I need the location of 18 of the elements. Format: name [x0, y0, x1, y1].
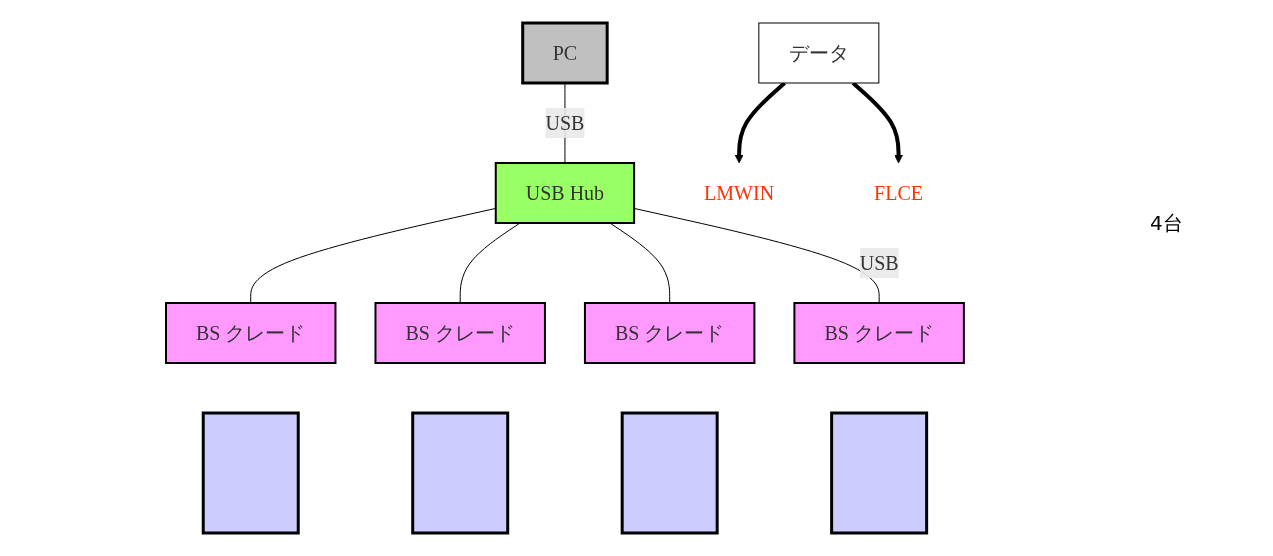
connector: [459, 222, 521, 304]
node-box: データ: [758, 22, 880, 84]
node-box: BS クレード: [374, 302, 546, 364]
node-box: [830, 411, 929, 535]
node-box: [201, 411, 300, 535]
edge-label: USB: [545, 112, 585, 134]
node-text: LMWIN: [704, 182, 775, 204]
node-box: PC: [521, 21, 609, 85]
node-box: [411, 411, 510, 535]
node-box: [620, 411, 719, 535]
node-text: FLCE: [874, 182, 924, 204]
node-box: USB Hub: [494, 162, 636, 224]
node-box: BS クレード: [793, 302, 965, 364]
connector: [609, 222, 671, 304]
note-text: 4台: [1150, 210, 1183, 237]
node-box: BS クレード: [165, 302, 337, 364]
node-box: BS クレード: [584, 302, 756, 364]
edge-label: USB: [859, 252, 899, 274]
